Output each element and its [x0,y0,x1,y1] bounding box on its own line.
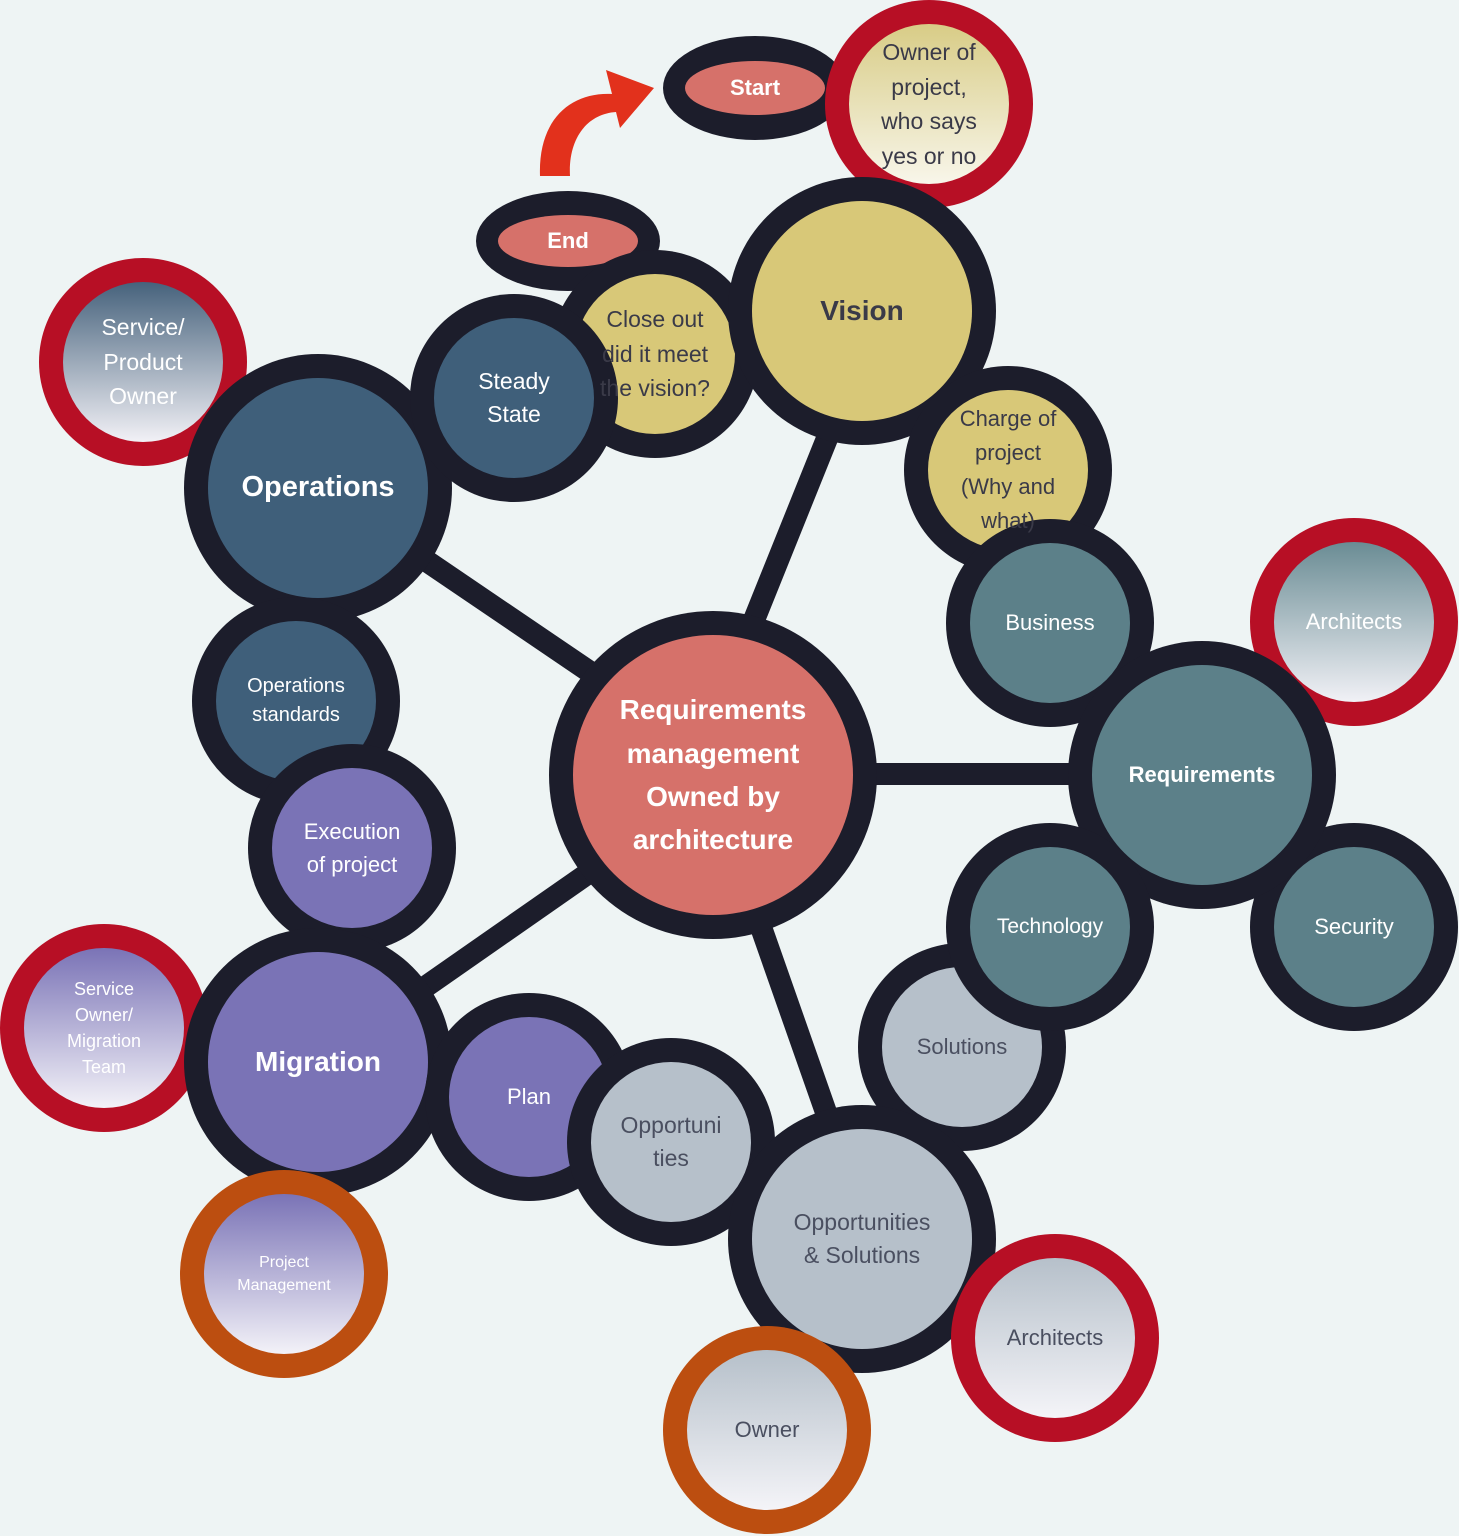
opportunities-solutions-circle [728,1105,996,1373]
business-circle [946,519,1154,727]
technology-circle [946,823,1154,1031]
owner-circle [663,1326,871,1534]
connector-center-opportunities-solutions [751,926,839,1122]
start-arrow-icon [539,70,654,176]
steady-state-circle [410,294,618,502]
connector-center-vision [743,431,839,625]
vision-circle [728,177,996,445]
connector-center-operations [421,552,597,682]
owner-of-project-circle [825,0,1033,208]
architects-solutions-circle [951,1234,1159,1442]
center-circle [549,611,877,939]
project-management-circle [180,1170,388,1378]
start-node [663,36,847,140]
service-product-owner-circle [39,258,247,466]
connector-center-migration [411,862,597,1002]
service-owner-migration-team-circle [0,924,208,1132]
opportunities-circle [567,1038,775,1246]
execution-of-project-circle [248,744,456,952]
connector-lines [411,431,1080,1122]
operations-circle [184,354,452,622]
requirements-circle [1068,641,1336,909]
security-circle [1250,823,1458,1031]
architects-requirements-circle [1250,518,1458,726]
migration-circle [184,928,452,1196]
